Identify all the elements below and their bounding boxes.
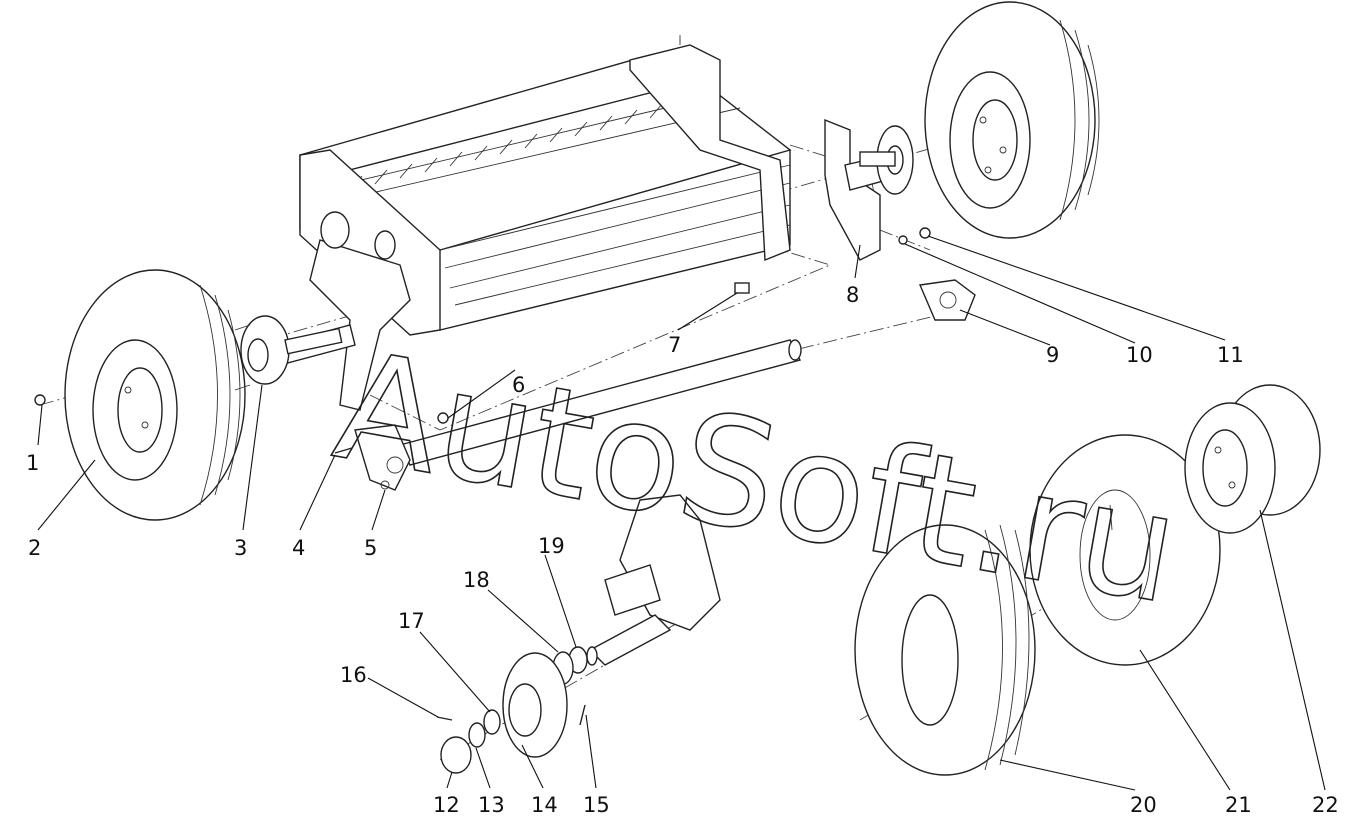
right-hub <box>859 125 914 195</box>
tire-20 <box>854 524 1036 776</box>
nut-1 <box>34 394 46 406</box>
callout-20: 20 <box>1130 793 1157 817</box>
callout-1: 1 <box>26 451 39 475</box>
leader-lines <box>37 235 1326 791</box>
callout-3: 3 <box>234 536 247 560</box>
callout-2: 2 <box>28 536 41 560</box>
callout-6: 6 <box>512 373 525 397</box>
callout-7: 7 <box>668 333 681 357</box>
wheel-left <box>64 269 246 521</box>
fasteners <box>334 227 931 454</box>
rotor-housing <box>299 35 792 336</box>
left-plate <box>354 424 411 491</box>
rim-22 <box>1184 384 1321 534</box>
wheel-top-right <box>924 1 1100 239</box>
callout-8: 8 <box>846 283 859 307</box>
callout-19: 19 <box>538 534 565 558</box>
callout-11: 11 <box>1217 343 1244 367</box>
callout-10: 10 <box>1126 343 1153 367</box>
callout-12: 12 <box>433 793 460 817</box>
callout-5: 5 <box>364 536 377 560</box>
callout-numbers: 1 2 3 4 5 6 7 8 9 10 11 12 13 14 15 16 1… <box>26 283 1339 817</box>
callout-18: 18 <box>463 568 490 592</box>
callout-13: 13 <box>478 793 505 817</box>
right-plate <box>918 279 976 321</box>
spindle-bracket <box>586 494 721 666</box>
callout-14: 14 <box>531 793 558 817</box>
callout-4: 4 <box>292 536 305 560</box>
callout-16: 16 <box>340 663 367 687</box>
callout-22: 22 <box>1312 793 1339 817</box>
callout-21: 21 <box>1225 793 1252 817</box>
left-hub <box>234 315 343 391</box>
callout-17: 17 <box>398 609 425 633</box>
callout-15: 15 <box>583 793 610 817</box>
callout-9: 9 <box>1046 343 1059 367</box>
hub-parts <box>436 646 588 774</box>
tube-21 <box>1029 434 1221 666</box>
